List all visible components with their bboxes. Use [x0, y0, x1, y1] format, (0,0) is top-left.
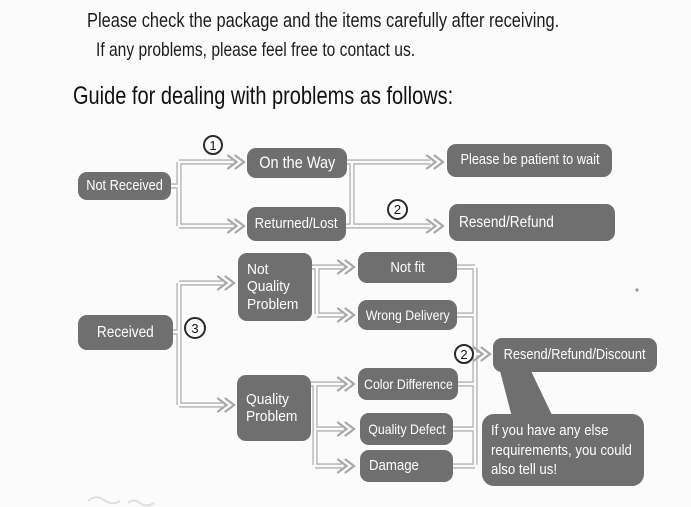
header-line-2: If any problems, please feel free to con…: [96, 39, 416, 61]
cropped-text-artifact: [87, 496, 155, 507]
node-resend-refund-discount-label: Resend/Refund/Discount: [504, 346, 646, 363]
note-line-1: If you have any else: [491, 422, 609, 439]
node-not-quality-problem: Not Quality Problem: [238, 253, 312, 321]
node-color-difference: Color Difference: [358, 368, 458, 400]
node-please-be-patient: Please be patient to wait: [447, 144, 612, 177]
header-line-1: Please check the package and the items c…: [87, 9, 560, 32]
step-marker-2-number: 2: [393, 202, 402, 217]
note-speech-bubble: If you have any else requirements, you c…: [482, 414, 644, 486]
note-line-2: requirements, you could: [491, 441, 632, 459]
node-damage-label: Damage: [369, 457, 419, 475]
step-marker-1: 1: [203, 135, 223, 155]
node-damage: Damage: [360, 450, 453, 482]
step-marker-2: 2: [387, 199, 408, 220]
note-line-3: also tell us!: [491, 461, 558, 478]
node-not-fit: Not fit: [358, 252, 457, 283]
node-not-fit-label: Not fit: [390, 258, 425, 276]
node-wrong-delivery-label: Wrong Delivery: [365, 306, 450, 323]
step-marker-2b-number: 2: [460, 346, 468, 362]
node-received-label: Received: [97, 323, 154, 341]
step-marker-1-number: 1: [209, 137, 217, 153]
node-not-quality-problem-label: Not Quality Problem: [247, 261, 299, 313]
step-marker-3: 3: [184, 317, 206, 339]
node-not-received: Not Received: [78, 172, 171, 200]
node-quality-problem-label: Quality Problem: [246, 390, 298, 425]
node-resend-refund: Resend/Refund: [449, 204, 615, 241]
node-returned-lost-label: Returned/Lost: [255, 215, 338, 233]
node-resend-refund-discount: Resend/Refund/Discount: [493, 338, 657, 372]
step-marker-2b: 2: [454, 344, 474, 364]
node-on-the-way: On the Way: [247, 148, 347, 178]
node-resend-refund-label: Resend/Refund: [459, 213, 554, 231]
node-received: Received: [78, 315, 173, 350]
speck-artifact: [635, 288, 639, 292]
node-quality-defect: Quality Defect: [360, 413, 453, 445]
node-on-the-way-label: On the Way: [258, 153, 336, 172]
step-marker-3-number: 3: [191, 320, 199, 336]
node-not-received-label: Not Received: [86, 177, 163, 194]
guide-title: Guide for dealing with problems as follo…: [73, 82, 454, 110]
node-color-difference-label: Color Difference: [363, 375, 453, 392]
node-returned-lost: Returned/Lost: [247, 207, 346, 241]
node-quality-problem: Quality Problem: [237, 375, 311, 441]
speech-bubble-tail: [500, 371, 553, 417]
node-quality-defect-label: Quality Defect: [367, 420, 446, 437]
node-wrong-delivery: Wrong Delivery: [358, 300, 457, 330]
node-please-be-patient-label: Please be patient to wait: [459, 152, 600, 169]
